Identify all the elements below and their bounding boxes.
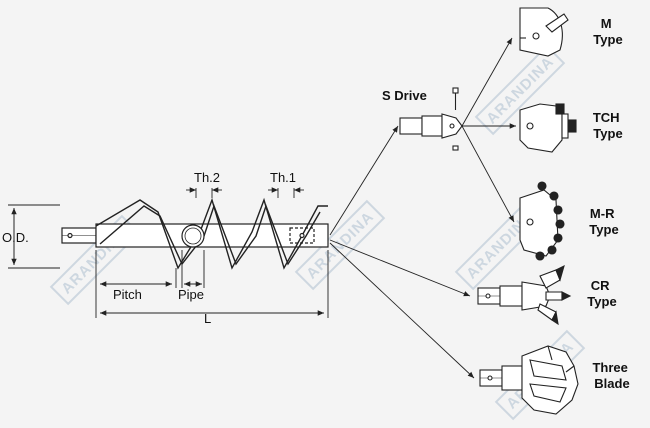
auger-pipe [95,223,329,248]
mr-type-label: M-R Type [589,206,618,237]
auger-flight [95,197,328,270]
pipe-label: Pipe [178,287,204,302]
m-type-bit [519,7,569,57]
three-blade-bit [479,345,579,415]
dimensions [8,187,329,318]
auger [61,197,329,270]
od-label: O.D. [2,230,29,245]
tch-type-label: TCH Type [593,110,623,141]
three-blade-label: Three Blade [592,360,631,391]
mr-type-bit [519,181,565,261]
tch-type-bit [519,103,577,153]
m-type-label: M Type [593,16,622,47]
pitch-label: Pitch [113,287,142,302]
s-drive-label: S Drive [382,88,427,103]
cr-type-label: CR Type [587,278,616,309]
length-label: L [204,311,211,326]
connector-lines [329,37,516,379]
th2-label: Th.2 [194,170,220,185]
s-drive [399,87,463,151]
th1-label: Th.1 [270,170,296,185]
cr-type-bit [477,264,572,326]
